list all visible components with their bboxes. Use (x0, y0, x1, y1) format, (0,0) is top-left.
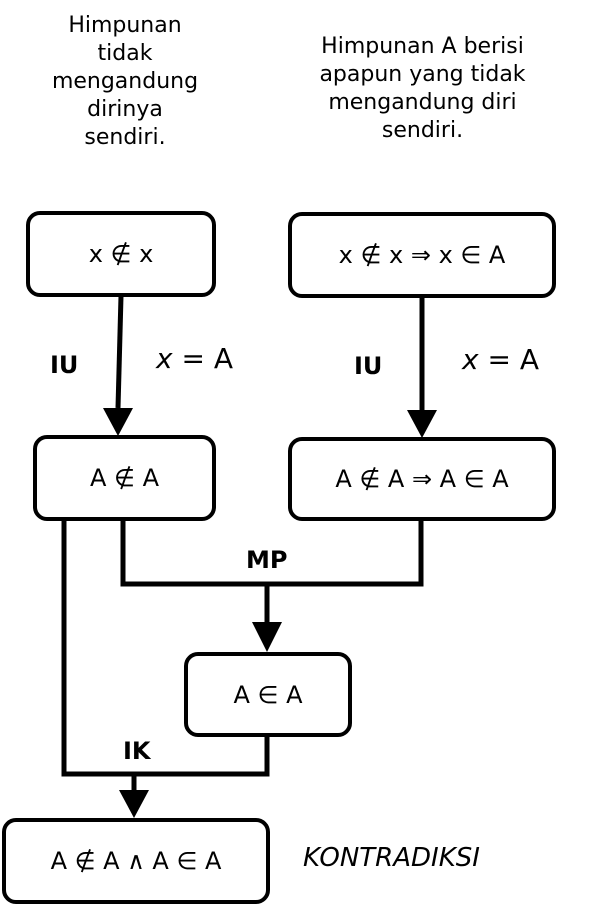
contradiction-label: KONTRADIKSI (303, 843, 480, 873)
caption-left-line: sendiri. (84, 125, 166, 150)
node-inst-left-text: A ∉ A (90, 464, 159, 492)
node-inst-right-text: A ∉ A ⇒ A ∈ A (335, 465, 509, 493)
caption-right-line: mengandung diri (328, 90, 517, 115)
substitution-right: x = A (462, 343, 539, 376)
edge-inst-right-to-mp (267, 520, 424, 587)
node-conclusion-text: A ∉ A ∧ A ∈ A (50, 847, 222, 875)
arrowhead-left-iu (103, 408, 133, 436)
arrowhead-mp (252, 622, 282, 652)
node-conclusion: A ∉ A ∧ A ∈ A (2, 818, 270, 904)
node-premise-right-text: x ∉ x ⇒ x ∈ A (338, 241, 506, 269)
substitution-left: x = A (156, 342, 233, 375)
node-premise-right: x ∉ x ⇒ x ∈ A (288, 212, 556, 298)
caption-right-line: sendiri. (381, 118, 464, 143)
node-inst-right: A ∉ A ⇒ A ∈ A (288, 437, 556, 521)
caption-right-line: Himpunan A berisi (321, 34, 524, 59)
caption-left-line: tidak (97, 41, 153, 66)
edge-premise-left-to-inst-left (115, 295, 124, 409)
edge-inst-left-to-mp (120, 520, 267, 587)
rule-mp: MP (246, 546, 288, 574)
caption-right: Himpunan A berisi apapun yang tidak meng… (295, 33, 550, 145)
node-premise-left: x ∉ x (26, 211, 216, 297)
arrowhead-ik (119, 790, 149, 818)
node-inst-left: A ∉ A (33, 435, 216, 521)
edge-mp-result-to-ik (134, 736, 270, 777)
caption-left-line: Himpunan (68, 13, 182, 38)
rule-iu-left: IU (50, 351, 79, 379)
substitution-left-var: x (156, 342, 173, 375)
caption-right-line: apapun yang tidak (319, 62, 526, 87)
caption-left: Himpunan tidak mengandung dirinya sendir… (30, 12, 220, 152)
rule-ik: IK (123, 737, 151, 765)
node-premise-left-text: x ∉ x (88, 240, 154, 268)
node-mp-result: A ∈ A (184, 652, 352, 737)
edge-inst-left-to-ik (61, 520, 134, 777)
rule-iu-right: IU (354, 352, 383, 380)
substitution-right-var: x (462, 343, 479, 376)
substitution-left-rest: = A (172, 342, 233, 375)
caption-left-line: dirinya (87, 97, 163, 122)
substitution-right-rest: = A (478, 343, 539, 376)
node-mp-result-text: A ∈ A (233, 680, 303, 709)
caption-left-line: mengandung (51, 69, 199, 94)
arrowhead-right-iu (407, 410, 437, 438)
